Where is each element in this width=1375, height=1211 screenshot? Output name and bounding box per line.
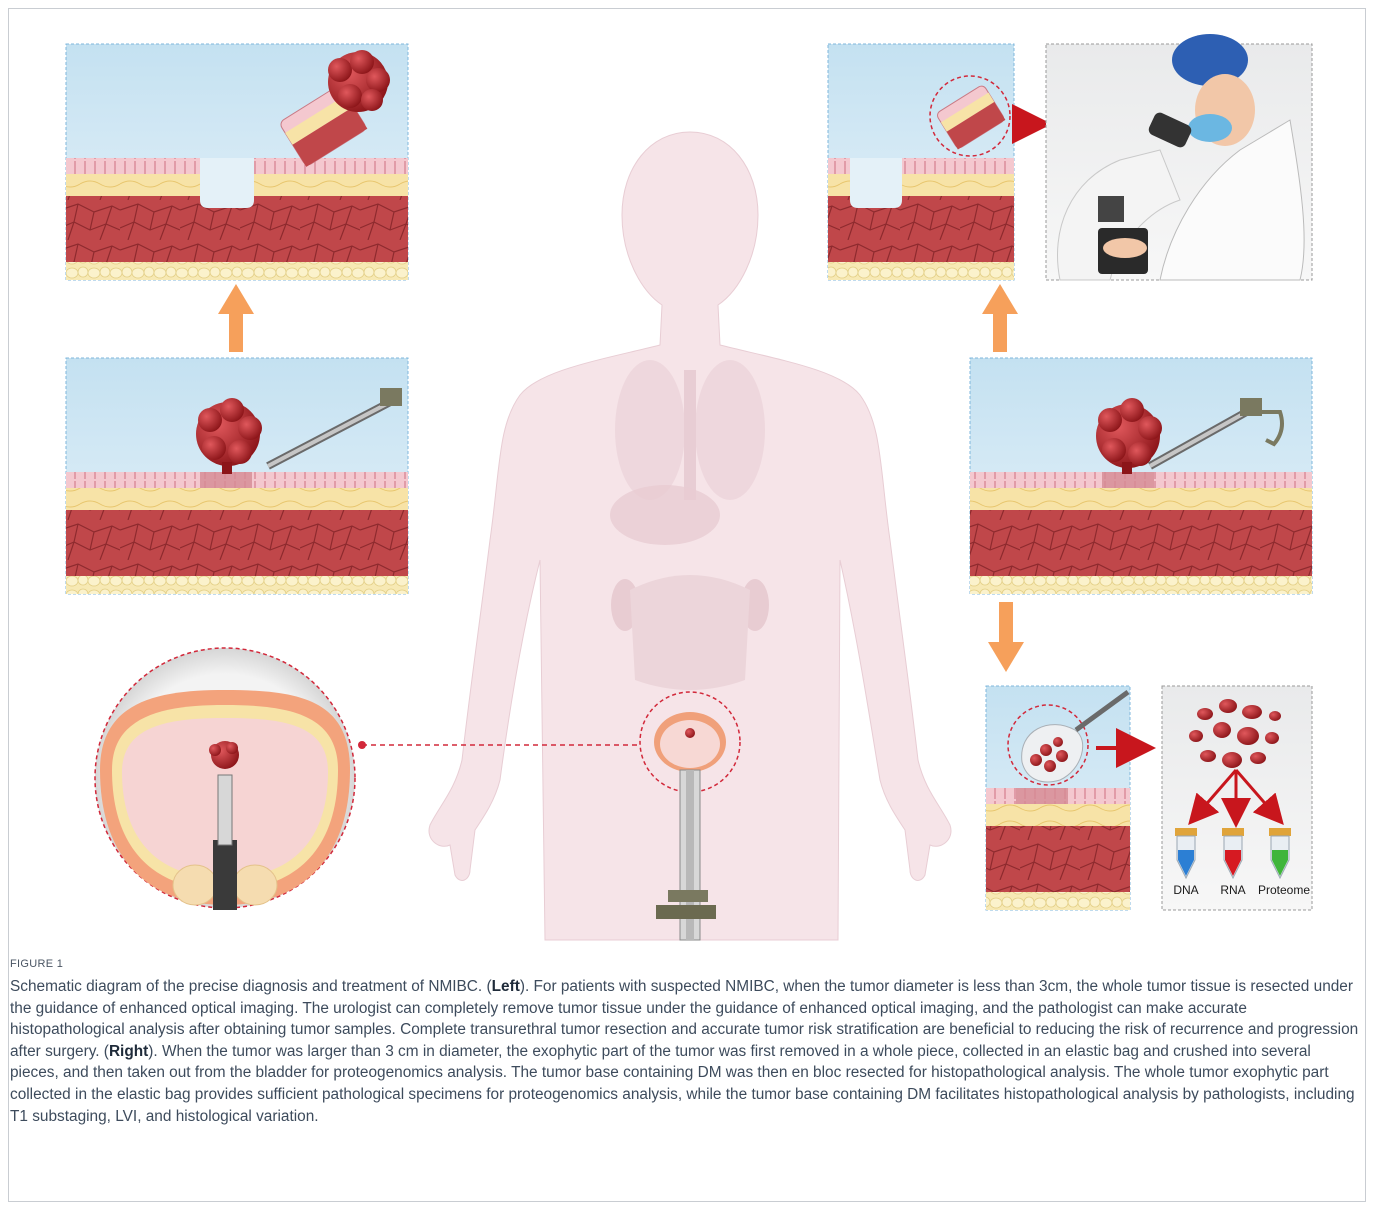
caption-right-text: ). When the tumor was larger than 3 cm i…: [10, 1043, 1355, 1125]
tube-label-proteome: Proteome: [1258, 883, 1310, 897]
tube-label-dna: DNA: [1173, 883, 1198, 897]
caption-left-word: Left: [492, 978, 520, 995]
caption-right-word: Right: [109, 1043, 148, 1060]
figure-illustration: DNA RNA Proteome: [0, 0, 1375, 945]
panel-omics: DNA RNA Proteome: [1162, 686, 1312, 910]
panel-left-middle: [66, 358, 408, 594]
panel-right-top: [828, 44, 1014, 280]
panel-right-middle: [970, 358, 1312, 594]
tube-label-rna: RNA: [1220, 883, 1245, 897]
caption-intro: Schematic diagram of the precise diagnos…: [10, 978, 492, 995]
arrow-up-right: [982, 284, 1018, 352]
bladder-detail-circle: [95, 648, 355, 910]
panel-left-top: [66, 44, 408, 280]
figure-caption: FIGURE 1 Schematic diagram of the precis…: [10, 958, 1362, 1127]
caption-text: Schematic diagram of the precise diagnos…: [10, 976, 1362, 1127]
arrow-down-right: [988, 602, 1024, 672]
arrow-up-left: [218, 284, 254, 352]
panel-pathologist: [1046, 34, 1312, 280]
panel-elastic-bag: [986, 686, 1130, 910]
figure-label: FIGURE 1: [10, 958, 1362, 970]
